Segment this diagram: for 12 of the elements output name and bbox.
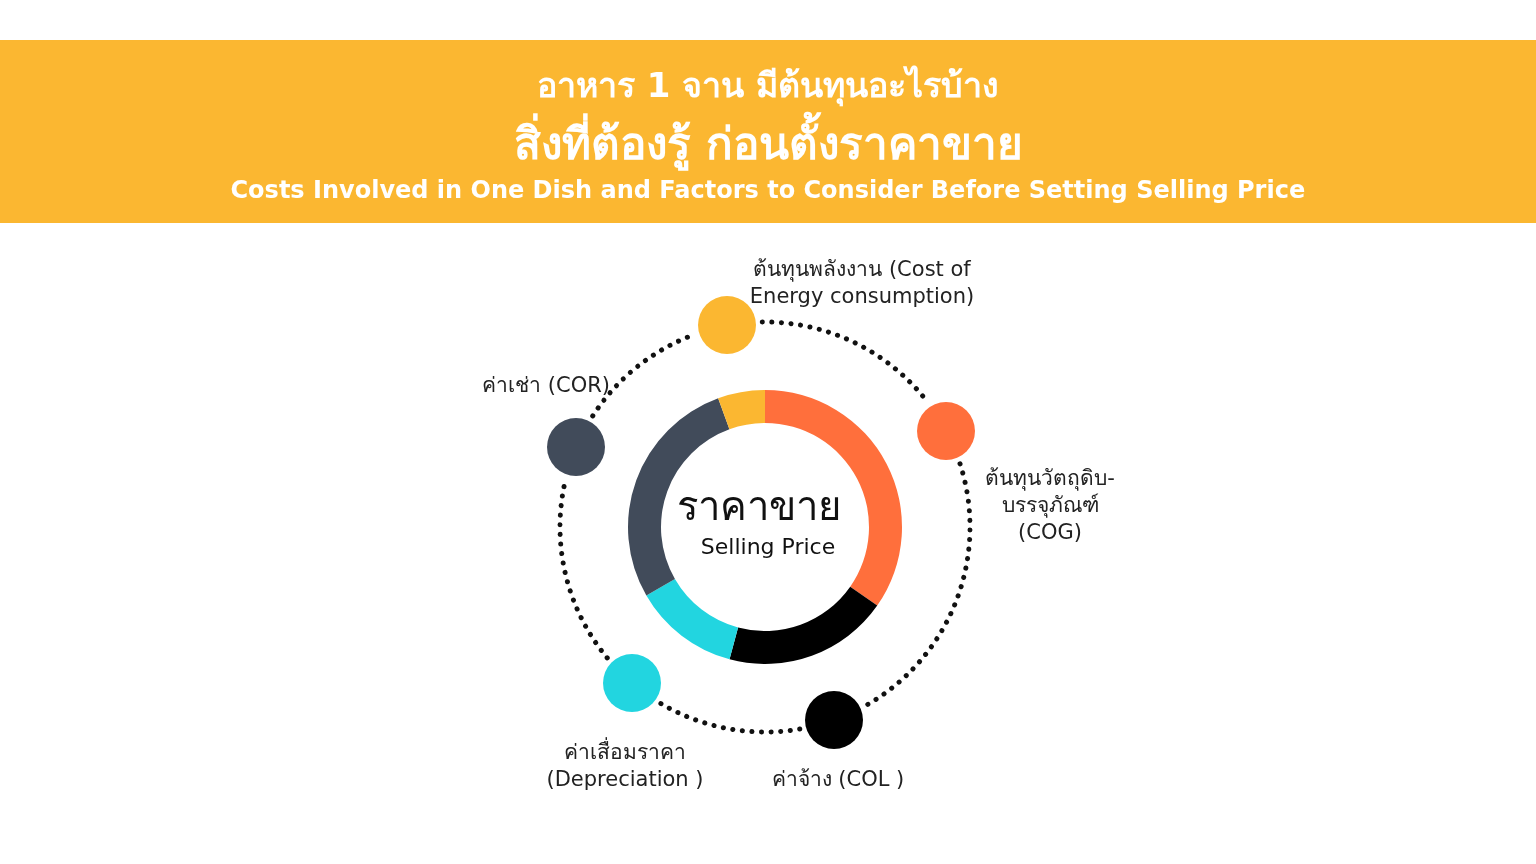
- node-label: ต้นทุนพลังงาน (Cost of Energy consumption): [748, 256, 976, 310]
- dotted-arc: [657, 700, 803, 735]
- node-label: ค่าจ้าง (COL ): [770, 766, 906, 793]
- center-title: ราคาขาย: [676, 482, 842, 530]
- dotted-arc: [863, 461, 973, 709]
- node-label: ค่าเสื่อมราคา (Depreciation ): [540, 739, 710, 793]
- english-subtitle: Costs Involved in One Dish and Factors to Consider Before Setting Selling Price: [230, 176, 1306, 204]
- subtitle: สิ่งที่ต้องรู้ ก่อนตั้งราคาขาย: [513, 108, 1023, 178]
- title: อาหาร 1 จาน มีต้นทุนอะไรบ้าง: [537, 64, 1000, 109]
- node-label: ค่าเช่า (COR): [481, 372, 610, 399]
- center-subtitle: Selling Price: [699, 533, 837, 561]
- node-label: ต้นทุนวัตถุดิบ-บรรจุภัณฑ์ (COG): [984, 465, 1116, 546]
